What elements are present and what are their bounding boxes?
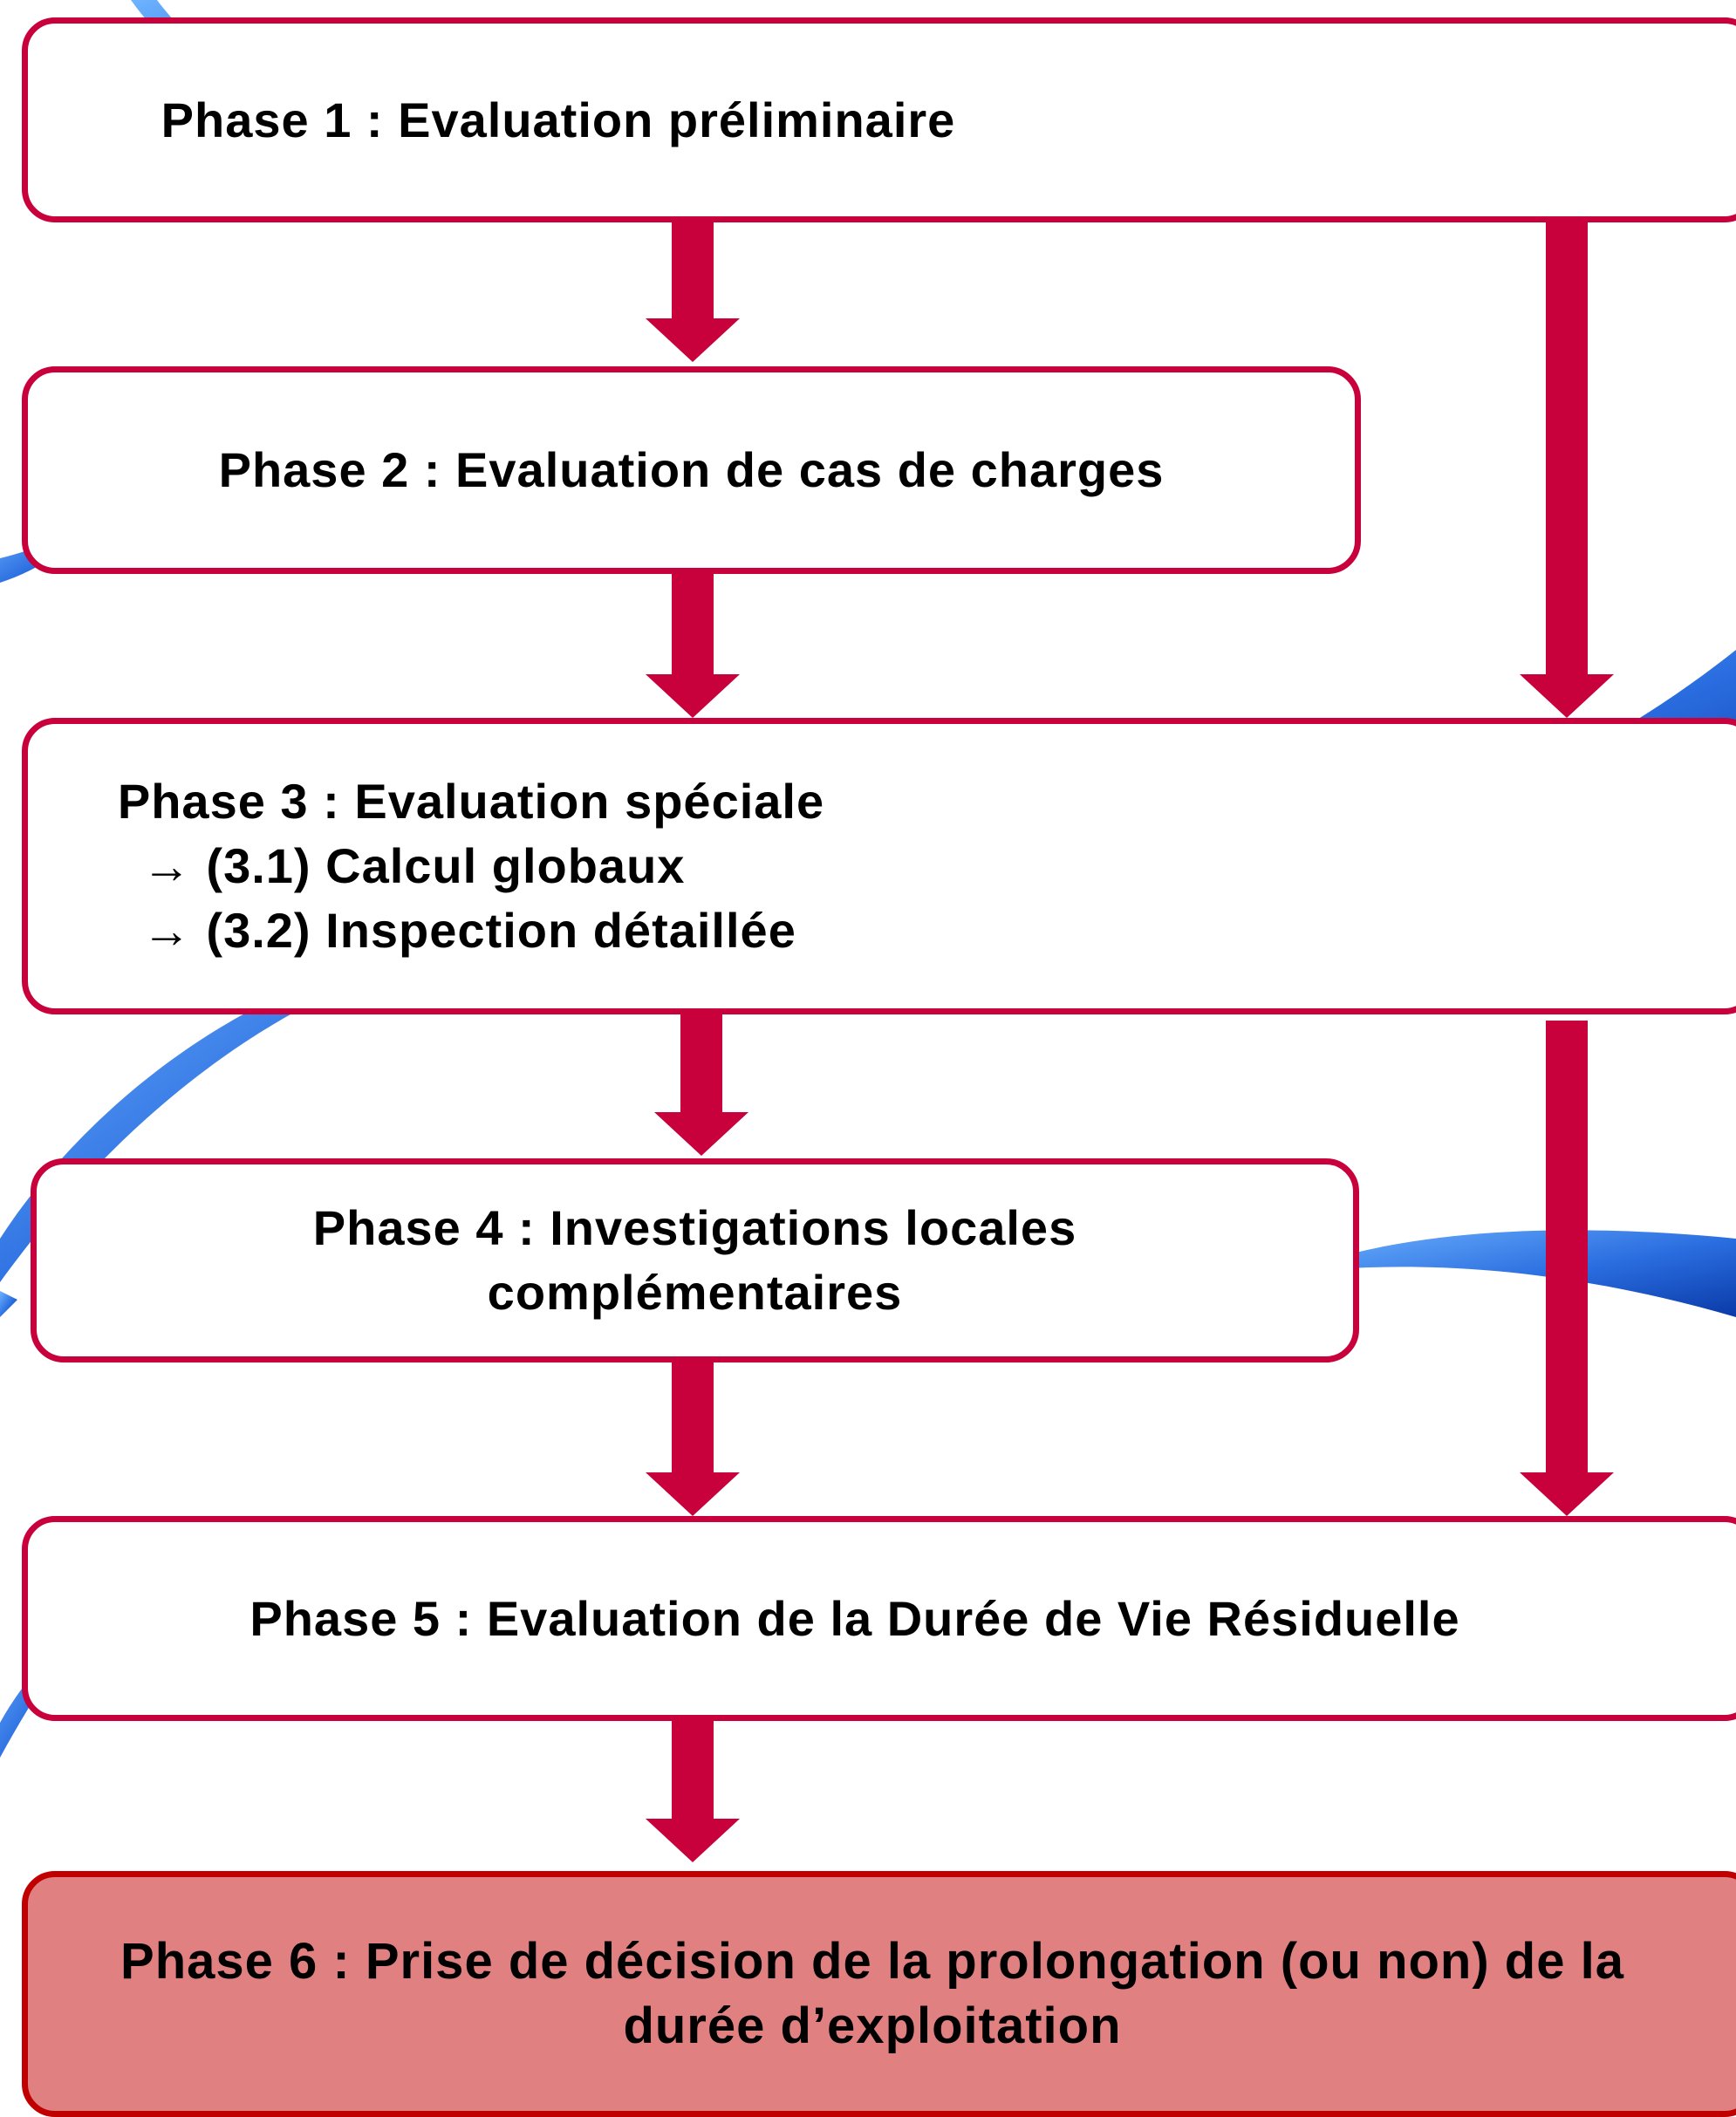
arrow-phase1-to-phase3 bbox=[1520, 222, 1614, 718]
phase4-line-2: complémentaires bbox=[487, 1265, 903, 1320]
phase3-step-3-2: → (3.2) Inspection détaillée bbox=[141, 903, 796, 958]
arrow-phase3-to-phase4 bbox=[654, 1014, 748, 1156]
phase4-line-1: Phase 4 : Investigations locales bbox=[312, 1200, 1077, 1255]
phase3-title: Phase 3 : Evaluation spéciale bbox=[117, 774, 825, 829]
arrow-phase3-to-phase5 bbox=[1520, 1021, 1614, 1516]
arrow-phase1-to-phase2 bbox=[646, 222, 740, 362]
phase5-box: Phase 5 : Evaluation de la Durée de Vie … bbox=[22, 1516, 1736, 1721]
phase6-line-1: Phase 6 : Prise de décision de la prolon… bbox=[120, 1933, 1624, 1990]
phase4-box: Phase 4 : Investigations locales complém… bbox=[31, 1158, 1359, 1362]
ribbon-decoration bbox=[0, 1291, 17, 1317]
phase1-box: Phase 1 : Evaluation préliminaire bbox=[22, 17, 1736, 222]
arrow-phase2-to-phase3 bbox=[646, 574, 740, 718]
arrow-phase4-to-phase5 bbox=[646, 1362, 740, 1516]
phase2-box: Phase 2 : Evaluation de cas de charges bbox=[22, 366, 1361, 574]
ribbon-decoration bbox=[1291, 1230, 1736, 1317]
phase3-box: Phase 3 : Evaluation spéciale → (3.1) Ca… bbox=[22, 718, 1736, 1014]
arrow-phase5-to-phase6 bbox=[646, 1721, 740, 1862]
phase6-decision-box: Phase 6 : Prise de décision de la prolon… bbox=[22, 1871, 1736, 2117]
phase5-line: Phase 5 : Evaluation de la Durée de Vie … bbox=[249, 1590, 1460, 1646]
phase6-line-2: durée d’exploitation bbox=[623, 1997, 1122, 2054]
phase2-line: Phase 2 : Evaluation de cas de charges bbox=[218, 442, 1165, 497]
phase3-step-3-1: → (3.1) Calcul globaux bbox=[141, 838, 686, 893]
phase1-line: Phase 1 : Evaluation préliminaire bbox=[161, 92, 956, 147]
